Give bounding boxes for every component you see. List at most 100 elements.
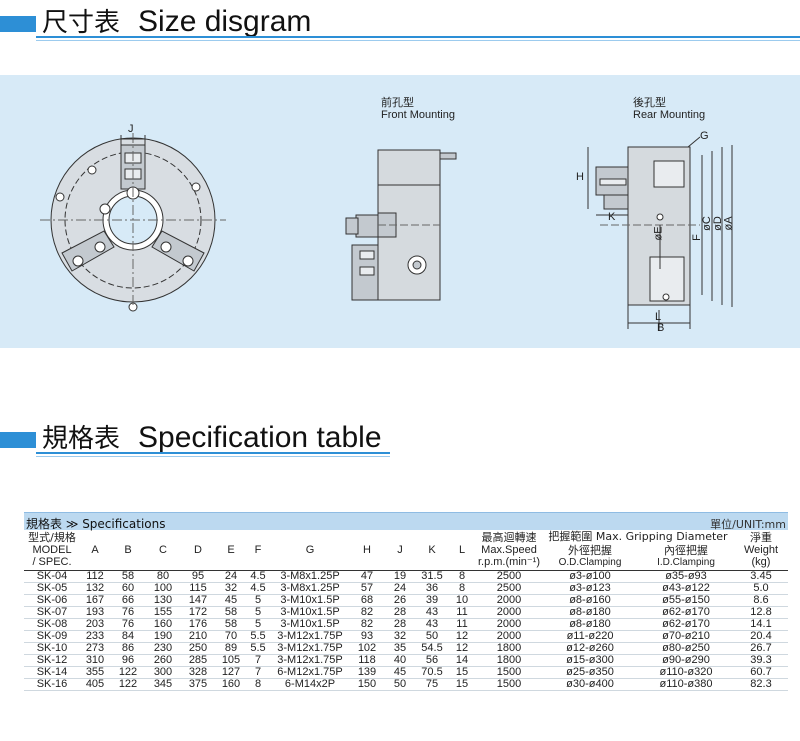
front-mounting-label-cn: 前孔型 [381, 96, 414, 109]
cell-max-speed: 1800 [496, 654, 522, 666]
header-F: F [254, 544, 262, 556]
cell-max-speed: 1500 [496, 666, 522, 678]
cell-H: 118 [358, 654, 376, 666]
cell-E: 24 [224, 570, 238, 582]
cell-J: 32 [393, 630, 407, 642]
header-max-speed: 最高迴轉速 Max.Speed r.p.m.(min⁻¹) [477, 531, 541, 569]
cell-G: 3-M10x1.5P [280, 618, 340, 630]
cell-od-clamping: ø12-ø260 [566, 642, 614, 654]
cell-max-speed: 2000 [496, 630, 522, 642]
cell-G: 3-M10x1.5P [280, 594, 340, 606]
cell-id-clamping: ø80-ø250 [662, 642, 710, 654]
cell-L: 14 [455, 654, 469, 666]
cell-weight: 26.7 [750, 642, 772, 654]
cell-od-clamping: ø8-ø180 [569, 618, 611, 630]
cell-model: SK-09 [36, 630, 68, 642]
dim-label-K: K [608, 211, 616, 223]
header-J: J [397, 544, 403, 556]
dim-label-L: L [655, 311, 662, 323]
header-C: C [159, 544, 167, 556]
header-G: G [305, 544, 315, 556]
cell-B: 122 [118, 666, 138, 678]
cell-F: 5.5 [250, 630, 266, 642]
cell-model: SK-12 [36, 654, 68, 666]
cell-B: 122 [118, 678, 138, 690]
cell-C: 80 [156, 570, 170, 582]
cell-id-clamping: ø110-ø380 [659, 678, 713, 690]
cell-H: 47 [360, 570, 374, 582]
cell-G: 3-M12x1.75P [277, 630, 343, 642]
dim-label-J: J [128, 123, 134, 135]
cell-weight: 82.3 [750, 678, 772, 690]
cell-D: 172 [188, 606, 208, 618]
cell-A: 310 [85, 654, 105, 666]
cell-E: 160 [221, 678, 241, 690]
cell-G: 3-M10x1.5P [280, 606, 340, 618]
cell-od-clamping: ø25-ø350 [566, 666, 614, 678]
cell-B: 76 [121, 618, 135, 630]
cell-A: 167 [85, 594, 105, 606]
cell-E: 58 [224, 606, 238, 618]
spec-table: 型式/規格 MODEL / SPEC. A B C D E F G H J K … [24, 530, 788, 691]
cell-model: SK-05 [36, 582, 68, 594]
cell-J: 19 [393, 570, 407, 582]
spec-table-container: 規格表 ≫ Specifications 單位/UNIT:mm 型式/規格 MO… [24, 512, 788, 691]
cell-F: 5 [254, 594, 262, 606]
cell-D: 285 [188, 654, 208, 666]
cell-od-clamping: ø15-ø300 [566, 654, 614, 666]
cell-model: SK-06 [36, 594, 68, 606]
cell-id-clamping: ø55-ø150 [662, 594, 710, 606]
cell-D: 115 [189, 582, 207, 594]
header-E: E [227, 544, 235, 556]
cell-E: 89 [224, 642, 238, 654]
cell-max-speed: 2000 [496, 618, 522, 630]
chuck-drawings [40, 133, 733, 331]
cell-G: 3-M8x1.25P [280, 570, 340, 582]
cell-max-speed: 2000 [496, 606, 522, 618]
header-K: K [428, 544, 436, 556]
cell-C: 345 [153, 678, 173, 690]
cell-L: 11 [456, 606, 468, 618]
cell-H: 82 [360, 618, 374, 630]
cell-C: 190 [153, 630, 173, 642]
cell-od-clamping: ø3-ø100 [569, 570, 611, 582]
header-weight: 淨重 Weight (kg) [743, 531, 779, 569]
cell-D: 210 [188, 630, 208, 642]
cell-max-speed: 1800 [496, 642, 522, 654]
cell-C: 230 [153, 642, 173, 654]
cell-L: 12 [455, 630, 469, 642]
cell-weight: 8.6 [753, 594, 769, 606]
cell-L: 15 [455, 666, 469, 678]
cell-F: 4.5 [250, 570, 266, 582]
cell-D: 250 [188, 642, 208, 654]
cell-weight: 60.7 [750, 666, 772, 678]
cell-od-clamping: ø8-ø160 [569, 594, 611, 606]
header-rule [36, 452, 390, 454]
cell-L: 8 [458, 582, 466, 594]
cell-id-clamping: ø70-ø210 [662, 630, 710, 642]
spec-table-title: 規格表 ≫ Specifications [26, 517, 166, 531]
header-rule [36, 36, 800, 38]
rear-mounting-label-cn: 後孔型 [633, 96, 666, 109]
cell-weight: 3.45 [750, 570, 772, 582]
cell-C: 300 [153, 666, 173, 678]
cell-E: 58 [224, 618, 238, 630]
header-accent-bar [0, 16, 36, 32]
cell-L: 8 [458, 570, 466, 582]
cell-id-clamping: ø110-ø320 [659, 666, 713, 678]
cell-B: 66 [121, 594, 135, 606]
cell-id-clamping: ø62-ø170 [662, 606, 710, 618]
cell-A: 405 [85, 678, 105, 690]
cell-F: 4.5 [250, 582, 266, 594]
cell-F: 7 [254, 654, 262, 666]
cell-max-speed: 2500 [496, 570, 522, 582]
cell-D: 328 [188, 666, 208, 678]
cell-model: SK-10 [36, 642, 68, 654]
